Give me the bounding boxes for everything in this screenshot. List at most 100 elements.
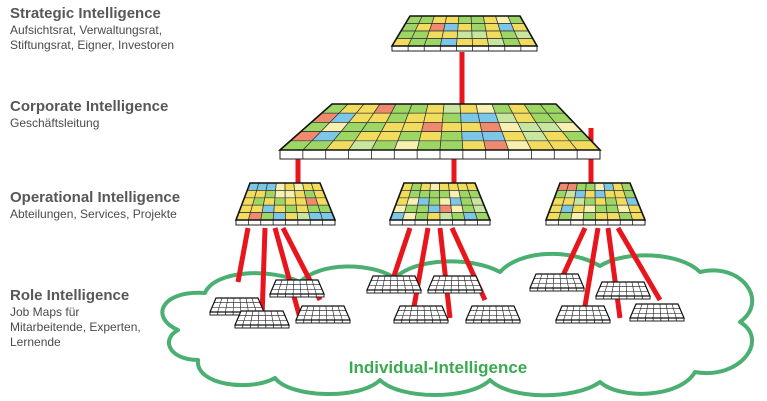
role-board-2-cell [292,288,302,295]
operational-board-middle-cell [428,197,441,206]
operational-board-right-cell [562,197,576,206]
operational-board-right-cell [571,204,585,213]
role-board-11-cell [579,310,587,316]
role-board-7-cell [424,314,433,321]
role-board-10-cell [618,290,628,297]
strategic-intelligence-label: Strategic Intelligence Aufsichtsrat, Ver… [10,5,210,53]
operational-board-middle-cell [406,197,420,206]
strategic-board-cell [423,38,443,47]
connector-operational-role-right-1 [557,226,588,284]
operational-board-middle-outline [388,182,492,221]
operational-board-middle-cell [408,190,421,199]
role-board-1-cell [233,302,241,308]
connector-operational-role-left-2 [259,227,268,319]
role-board-5-cell [383,275,392,282]
role-board-11-cell [566,305,575,312]
role-board-5 [366,275,422,294]
role-board-7-cell [409,314,418,321]
individual-intelligence-cloud [160,251,755,398]
strategic-board-cell [457,15,472,24]
role-board-1-cell [225,302,235,308]
role-board-12-cell [653,303,661,310]
role-board-10 [595,281,651,300]
role-board-12-cell [652,312,662,319]
role-board-6-cell [443,284,452,291]
operational-board-left-cell [264,190,276,199]
operational-board-right-cell [574,190,586,199]
role-board-3-cell [250,315,260,321]
role-board-6 [427,275,483,294]
role-board-12-cell [645,308,655,314]
role-board-3-cell [242,319,252,326]
role-board-6-cell [457,280,467,286]
role-board-8 [465,305,521,324]
role-board-5-cell [382,284,391,291]
strategic-board-cell [457,23,473,32]
role-board-2 [269,279,325,298]
strategic-board-cell [443,23,459,32]
role-board-5-cell [389,284,399,291]
role-board-8-cell [489,305,497,312]
operational-board-middle-cell [439,190,451,199]
connector-operational-role-left-1 [235,227,251,283]
role-board-5-cell [374,284,384,291]
connector-operational-role-right-4 [615,226,663,302]
role-board-11-cell [563,314,573,321]
operational-board-middle-cell [439,212,453,221]
operational-board-right [544,182,647,226]
operational-board-right-cell [557,212,573,221]
corporate-title: Corporate Intelligence [10,98,169,115]
operational-board-right-cell [606,212,621,221]
role-board-3-cell [258,315,266,321]
operational-board-left-cell [265,182,277,191]
operational-board-left-cell [256,182,268,191]
role-board-1-cell [239,302,249,308]
role-board-2-cell [277,288,287,295]
operational-board-middle-cell [439,204,453,213]
corporate-board-cell [441,122,463,132]
operational-board-left-cell [274,190,286,199]
role-board-4-cell [304,310,314,316]
role-board-3-cell [264,315,274,321]
role-board-1-cell [218,302,228,308]
role-board-8-cell [476,305,485,312]
operational-board-left-cell [249,204,264,213]
strategic-board-cell [470,15,486,24]
operational-board-right-cell [585,182,596,191]
role-board-10-cell [611,290,620,297]
corporate-board-outline [277,103,602,151]
role-board-9-cell [546,273,555,280]
role-board-6-cell [435,284,445,291]
strategic-board-cell [431,15,448,24]
operational-board-middle [388,182,492,226]
operational-board-left-cell [295,197,308,206]
strategic-board-cell [441,30,459,39]
role-board-6-cell [436,280,446,286]
corporate-board [277,103,602,160]
role-board-9-cell [540,273,549,280]
corporate-board-cell [481,131,506,142]
operational-board-right-cell [573,197,586,206]
role-board-4-cell [318,314,328,321]
corporate-board-cell [416,140,442,151]
role-board-6-outline [427,275,483,291]
operational-board-right-cell [583,204,596,213]
role-board-12-cell [640,303,649,310]
operational-board-right-cell [594,190,606,199]
role-board-6-cell [450,284,460,291]
role-board-2-cell [278,284,288,290]
role-board-10-cell [612,281,621,288]
corporate-board-cell [460,112,481,123]
role-board-4 [295,305,351,324]
operational-board-left [234,182,337,226]
role-board-9-cell [559,278,569,284]
role-board-3-cell [243,315,253,321]
role-board-4-cell [319,310,327,316]
role-board-8-cell [496,314,505,321]
role-board-9-cell [545,282,554,289]
role-board-6-cell [444,275,453,282]
operational-board-left-cell [254,190,267,199]
role-board-10-cell [606,281,615,288]
connector-operational-role-right-3 [605,227,623,319]
